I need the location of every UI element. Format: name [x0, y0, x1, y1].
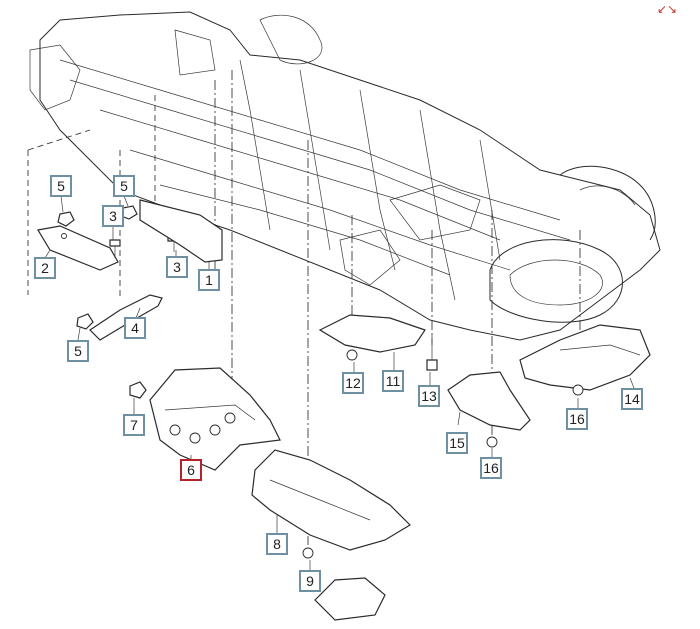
nut-7 — [129, 381, 147, 399]
callout-3[interactable]: 3 — [166, 256, 188, 278]
callout-16[interactable]: 16 — [566, 408, 588, 430]
callout-15[interactable]: 15 — [446, 432, 468, 454]
part-1-shield — [139, 199, 223, 263]
callout-4[interactable]: 4 — [124, 317, 146, 339]
leader-lines — [44, 195, 635, 570]
callout-5[interactable]: 5 — [50, 175, 72, 197]
callout-2[interactable]: 2 — [34, 257, 56, 279]
part-14-shield — [519, 324, 651, 391]
nut-16-a — [572, 384, 584, 396]
callout-9[interactable]: 9 — [299, 570, 321, 592]
nut-12 — [346, 349, 358, 361]
nut-9 — [302, 547, 314, 559]
part-8-exhaust-shield — [251, 449, 411, 551]
part-9-shield — [314, 577, 386, 621]
callout-6-selected[interactable]: 6 — [180, 459, 202, 481]
callout-14[interactable]: 14 — [621, 388, 643, 410]
callout-5[interactable]: 5 — [113, 175, 135, 197]
nut-5-a — [57, 211, 75, 227]
callout-7[interactable]: 7 — [123, 414, 145, 436]
bolt-3-left — [109, 239, 121, 258]
callout-8[interactable]: 8 — [266, 533, 288, 555]
callout-11[interactable]: 11 — [382, 370, 404, 392]
callout-16[interactable]: 16 — [480, 457, 502, 479]
callout-1[interactable]: 1 — [198, 269, 220, 291]
callout-5[interactable]: 5 — [67, 340, 89, 362]
part-6-manifold-shield — [149, 367, 281, 471]
expand-arrows-icon[interactable]: ↙↘ — [656, 2, 678, 16]
callout-3[interactable]: 3 — [102, 205, 124, 227]
part-11-shield — [318, 314, 426, 353]
bolt-13 — [426, 335, 438, 371]
callout-12[interactable]: 12 — [342, 372, 364, 394]
part-15-shield — [447, 371, 531, 431]
nut-16-b — [486, 436, 498, 448]
callout-13[interactable]: 13 — [418, 385, 440, 407]
nut-5-c — [76, 313, 94, 330]
